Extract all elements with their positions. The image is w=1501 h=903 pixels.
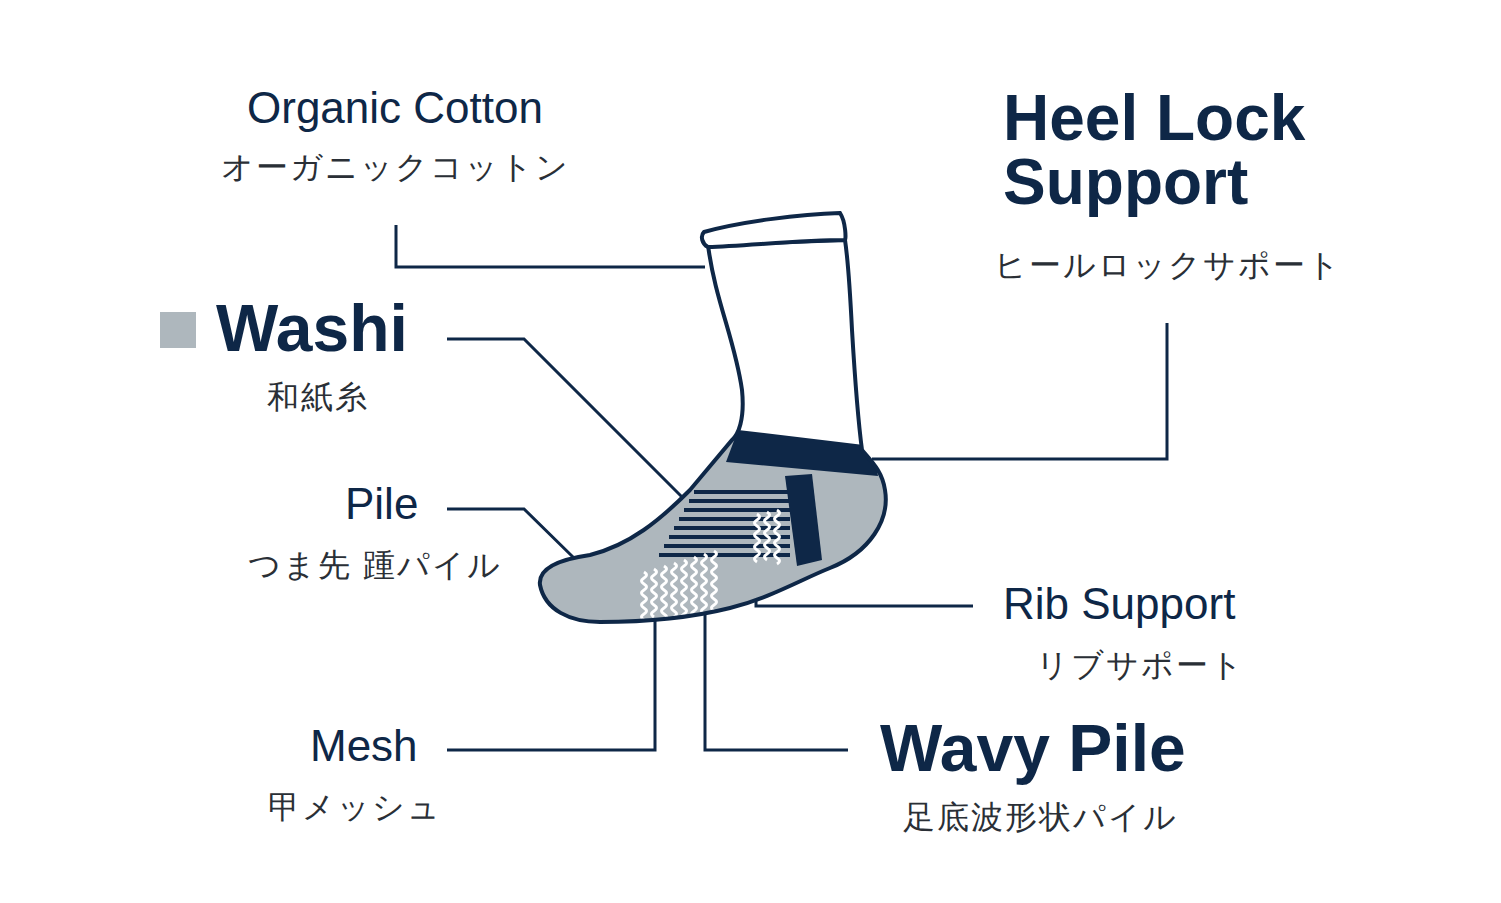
japanese-label: 甲メッシュ bbox=[268, 790, 442, 825]
wavy-pile bbox=[642, 510, 780, 620]
leader-line bbox=[705, 614, 848, 750]
part-label: Mesh bbox=[310, 722, 418, 770]
wavy-stripe bbox=[642, 572, 647, 620]
wavy-stripe bbox=[702, 554, 707, 620]
wavy-stripe bbox=[662, 566, 667, 620]
foot-area bbox=[480, 440, 950, 700]
wavy-stripe bbox=[652, 569, 657, 617]
leader-line bbox=[872, 323, 1167, 459]
wavy-stripe bbox=[765, 512, 770, 560]
leader-line bbox=[447, 339, 682, 497]
japanese-label: 足底波形状パイル bbox=[903, 800, 1178, 835]
part-label: Organic Cotton bbox=[247, 84, 543, 132]
sock-outline bbox=[540, 240, 886, 622]
sock-body bbox=[480, 213, 950, 700]
part-label: Wavy Pile bbox=[880, 712, 1186, 785]
heel-lock-band bbox=[726, 430, 878, 476]
leader-line bbox=[396, 225, 705, 267]
part-label: Heel Lock Support bbox=[1003, 86, 1403, 214]
wavy-stripe bbox=[692, 557, 697, 617]
part-label: Pile bbox=[345, 480, 418, 528]
rib-stripe bbox=[664, 544, 790, 548]
rib-stripe bbox=[659, 553, 790, 557]
wavy-stripe bbox=[712, 551, 717, 617]
wavy-stripe bbox=[672, 563, 677, 617]
rib-stripe bbox=[694, 490, 790, 494]
sock-cuff bbox=[702, 213, 846, 247]
japanese-label: リブサポート bbox=[1036, 648, 1245, 683]
wavy-stripe bbox=[755, 514, 760, 562]
legend-text: Washi bbox=[216, 292, 408, 365]
wavy-stripe bbox=[682, 560, 687, 620]
japanese-label: 和紙糸 bbox=[267, 380, 369, 415]
japanese-label: ヒールロックサポート bbox=[994, 248, 1342, 283]
wavy-stripe bbox=[775, 510, 780, 564]
part-label: Rib Support bbox=[1003, 580, 1235, 628]
rib-stripe bbox=[684, 508, 790, 512]
japanese-label: オーガニックコットン bbox=[221, 150, 570, 185]
heel-lock-strip bbox=[785, 474, 822, 566]
rib-stripe bbox=[669, 535, 790, 539]
rib-stripe bbox=[674, 526, 790, 530]
legend-swatch bbox=[160, 312, 196, 348]
japanese-label: つま先 踵パイル bbox=[248, 548, 502, 583]
rib-stripe bbox=[689, 499, 790, 503]
